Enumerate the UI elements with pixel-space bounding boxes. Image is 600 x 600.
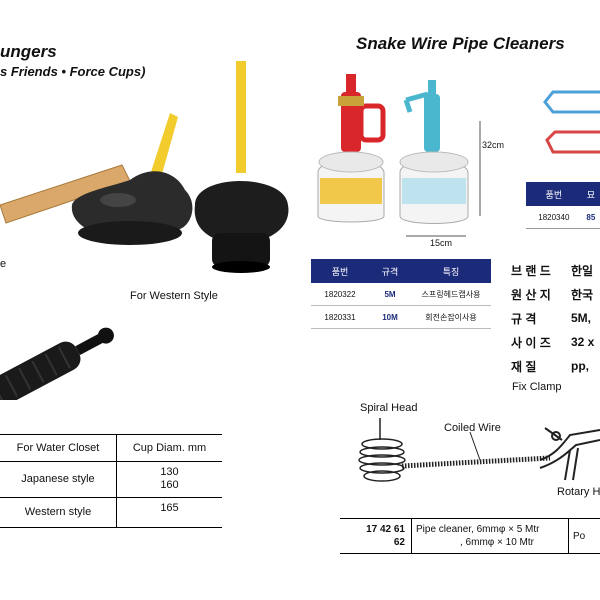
red-snake-cleaner-image (317, 74, 386, 223)
spec-key: 브 랜 드 (511, 263, 551, 278)
spec-value: 32 x (571, 335, 595, 349)
product-extra: Po (573, 530, 586, 542)
coiled-wire-drawing (401, 431, 551, 469)
table-cell: Western style (0, 497, 117, 527)
table-header: 규격 (369, 259, 411, 283)
spec-key: 규 격 (511, 311, 537, 326)
spec-key: 원 산 지 (511, 287, 551, 302)
table-header: For Water Closet (0, 435, 117, 461)
table-cell: 165 (160, 501, 179, 514)
spec-value: 한일 (571, 263, 594, 278)
table-cell: 1820340 (538, 212, 570, 222)
product-code: 17 42 61 (366, 524, 405, 535)
pump-plunger-image (0, 327, 114, 400)
western-style-caption: For Western Style (130, 290, 218, 302)
table-header: Cup Diam. mm (132, 441, 207, 454)
fix-clamp-label: Fix Clamp (512, 381, 562, 393)
table-cell: 1820331 (324, 312, 356, 322)
coiled-wire-label: Coiled Wire (444, 422, 501, 434)
table-cell: 1820322 (324, 289, 356, 299)
cyan-snake-cleaner-image (399, 80, 469, 224)
table-cell: 130 (160, 466, 179, 478)
table-header: 묘 (581, 182, 600, 206)
product-code: 62 (393, 537, 405, 548)
spiral-head-label: Spiral Head (360, 402, 418, 414)
table-cell: Japanese style (0, 461, 117, 497)
bottom-product-table: 17 42 61 62 Pipe cleaner, 6mmφ × 5 Mtr ,… (340, 518, 600, 554)
dimension-height: 32cm (482, 140, 505, 150)
spec-value: 5M, (571, 311, 592, 325)
blue-handles-illustration (543, 90, 600, 154)
handle-drawing (539, 427, 600, 481)
korean-spec-table: 브 랜 드 한일 원 산 지 한국 규 격 5M, 사 이 즈 32 x 재 질 pp, (510, 258, 595, 378)
plungers-illustration (0, 61, 289, 273)
product-description: Pipe cleaner, 6mmφ × 5 Mtr (416, 524, 540, 535)
spec-value: pp, (571, 359, 589, 373)
spiral-head-drawing (358, 418, 406, 482)
spec-key: 재 질 (511, 359, 537, 374)
product-table: 품번 규격 특징 1820322 5M 스프링헤드캡사용 1820331 10M… (311, 259, 491, 329)
snake-wire-title: Snake Wire Pipe Cleaners (356, 34, 565, 53)
small-spec-table: 품번 묘 1820340 85 (526, 182, 600, 229)
spec-value: 한국 (571, 287, 594, 302)
table-header: 특징 (411, 259, 491, 283)
table-cell: 회전손잡이사용 (425, 312, 477, 322)
table-cell: 160 (160, 479, 179, 491)
japanese-plunger-image (71, 113, 193, 245)
product-description: , 6mmφ × 10 Mtr (460, 537, 534, 548)
table-header: 품번 (311, 259, 369, 283)
dimension-width: 15cm (430, 238, 453, 248)
table-header: 품번 (526, 182, 582, 206)
table-cell: 스프링헤드캡사용 (421, 289, 481, 299)
plungers-subtitle: s Friends • Force Cups) (0, 64, 146, 79)
snake-cleaners-illustration (317, 74, 481, 237)
water-closet-table: For Water Closet Cup Diam. mm Japanese s… (0, 434, 222, 528)
western-plunger-image (194, 61, 289, 273)
rotary-handle-label: Rotary H (557, 486, 600, 498)
cutoff-caption: e (0, 258, 7, 270)
pipe-cleaner-diagram (358, 418, 600, 482)
plungers-title: ungers (0, 42, 57, 61)
table-cell: 10M (382, 312, 398, 322)
table-cell: 5M (384, 289, 396, 299)
table-cell: 85 (586, 212, 596, 222)
spec-key: 사 이 즈 (511, 335, 551, 350)
